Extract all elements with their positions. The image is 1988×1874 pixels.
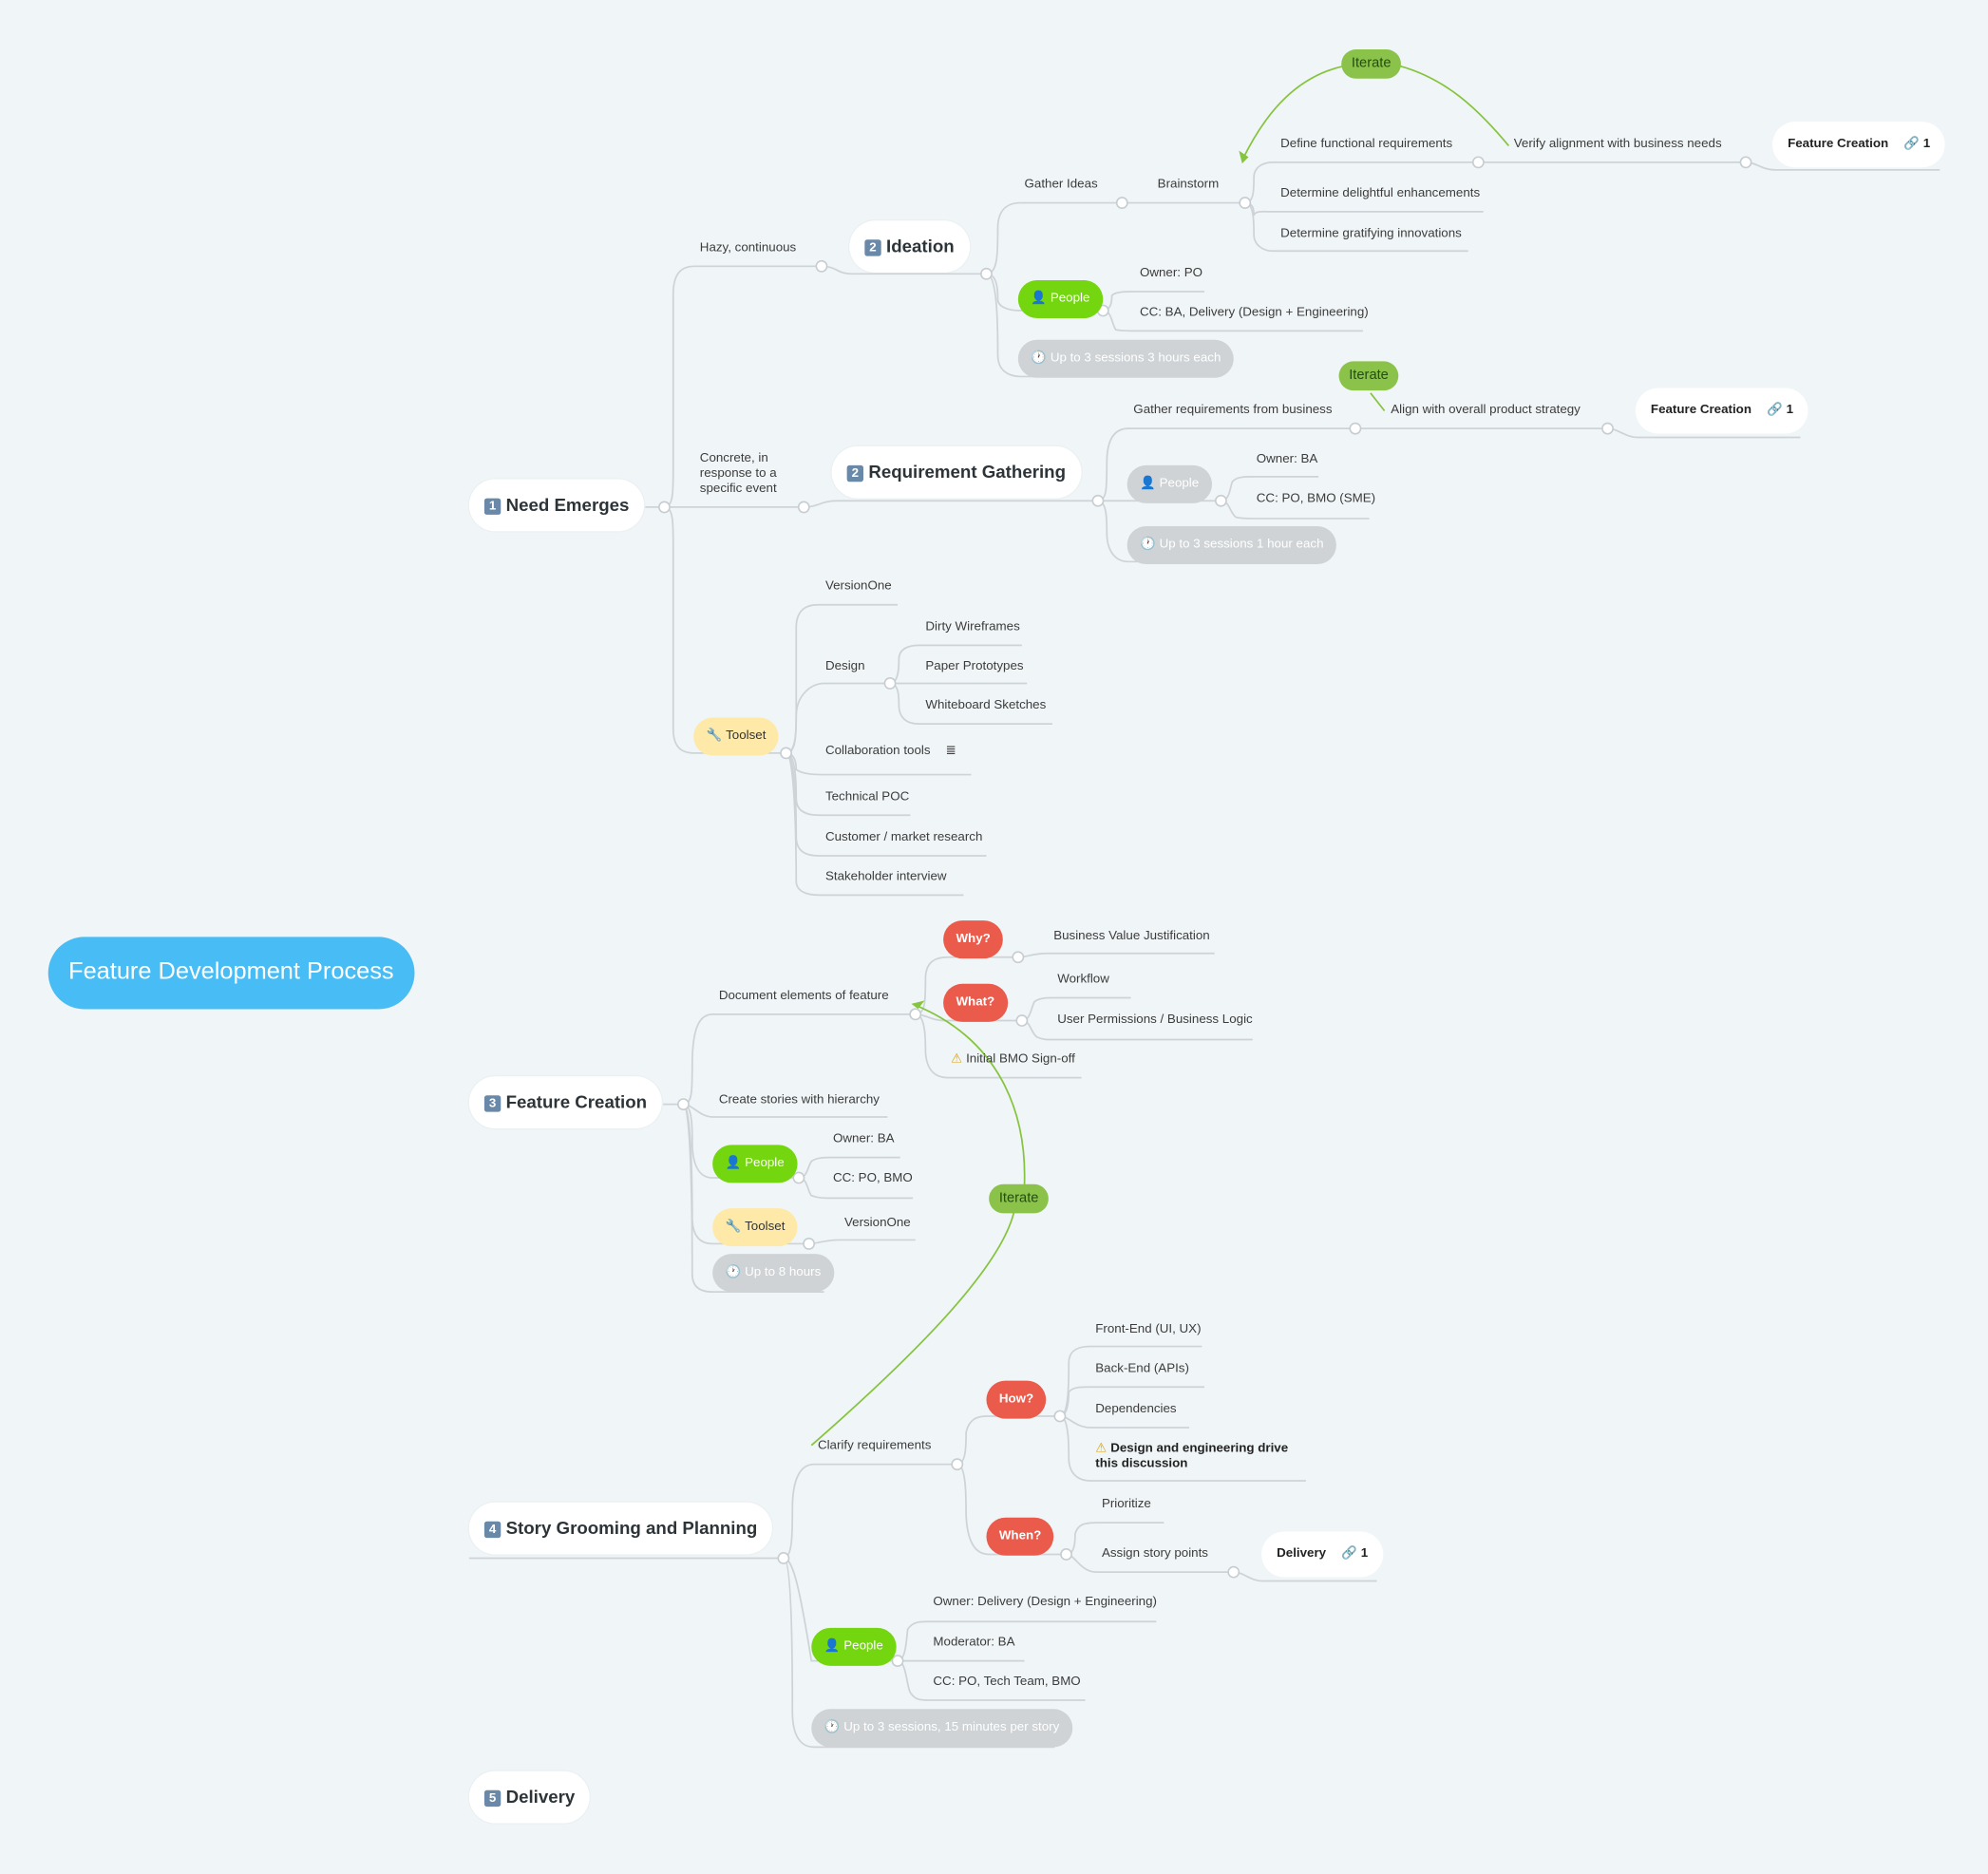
label-versionone-feature[interactable]: VersionOne	[843, 1216, 911, 1230]
label-initial-signoff[interactable]: ⚠Initial BMO Sign-off	[951, 1051, 1075, 1067]
label-owner-delivery[interactable]: Owner: Delivery (Design + Engineering)	[933, 1595, 1157, 1609]
number-badge: 4	[483, 1521, 502, 1539]
people-tag-story[interactable]: 👤People	[811, 1627, 897, 1666]
iterate-tag-requirements[interactable]: Iterate	[1338, 361, 1399, 391]
label-brainstorm[interactable]: Brainstorm	[1157, 177, 1220, 192]
label-whiteboard-sketches[interactable]: Whiteboard Sketches	[925, 698, 1047, 713]
time-tag-feature[interactable]: 🕐Up to 8 hours	[712, 1254, 834, 1293]
number-badge: 2	[864, 239, 881, 256]
clock-icon: 🕐	[725, 1265, 742, 1279]
time-tag-requirements[interactable]: 🕐Up to 3 sessions 1 hour each	[1127, 525, 1336, 564]
label-align-strategy[interactable]: Align with overall product strategy	[1391, 403, 1581, 418]
link-icon: 🔗	[1903, 137, 1920, 151]
label-cc-ba-delivery[interactable]: CC: BA, Delivery (Design + Engineering)	[1139, 305, 1369, 320]
label-collaboration-tools[interactable]: Collaboration tools≣	[824, 744, 956, 759]
label-dependencies[interactable]: Dependencies	[1095, 1402, 1177, 1416]
person-icon: 👤	[725, 1156, 742, 1171]
label-hazy[interactable]: Hazy, continuous	[699, 240, 797, 256]
how-tag[interactable]: How?	[986, 1380, 1047, 1419]
time-tag-ideation[interactable]: 🕐Up to 3 sessions 3 hours each	[1017, 339, 1234, 378]
person-icon: 👤	[1139, 476, 1156, 491]
label-owner-ba[interactable]: Owner: BA	[1256, 452, 1318, 467]
label-create-stories[interactable]: Create stories with hierarchy	[718, 1092, 880, 1107]
label-stakeholder-interview[interactable]: Stakeholder interview	[824, 869, 947, 884]
what-tag[interactable]: What?	[943, 983, 1008, 1022]
link-icon: 🔗	[1341, 1546, 1357, 1562]
label-workflow[interactable]: Workflow	[1057, 972, 1109, 987]
clock-icon: 🕐	[1139, 537, 1156, 552]
number-badge: 1	[483, 498, 502, 515]
number-badge: 2	[846, 464, 863, 483]
warning-icon: ⚠	[1095, 1441, 1108, 1456]
label-gather-requirements[interactable]: Gather requirements from business	[1133, 403, 1333, 418]
people-tag-requirements[interactable]: 👤People	[1127, 464, 1212, 503]
clock-icon: 🕐	[824, 1720, 841, 1735]
wrench-icon: 🔧	[706, 729, 723, 744]
iterate-tag-feature[interactable]: Iterate	[989, 1183, 1050, 1214]
label-front-end[interactable]: Front-End (UI, UX)	[1095, 1322, 1202, 1336]
label-customer-research[interactable]: Customer / market research	[824, 830, 983, 844]
label-cc-po-bmo[interactable]: CC: PO, BMO	[832, 1171, 913, 1186]
label-paper-prototypes[interactable]: Paper Prototypes	[925, 659, 1024, 673]
toolset-tag-need[interactable]: 🔧Toolset	[693, 717, 779, 756]
number-badge: 5	[483, 1789, 502, 1808]
label-moderator-ba[interactable]: Moderator: BA	[933, 1635, 1015, 1650]
label-design[interactable]: Design	[824, 659, 865, 673]
label-clarify-requirements[interactable]: Clarify requirements	[817, 1438, 932, 1453]
label-document-elements[interactable]: Document elements of feature	[718, 989, 889, 1003]
toolset-tag-feature[interactable]: 🔧Toolset	[712, 1208, 798, 1247]
iterate-tag-top[interactable]: Iterate	[1341, 49, 1402, 80]
label-dirty-wireframes[interactable]: Dirty Wireframes	[925, 619, 1020, 634]
link-icon: 🔗	[1767, 403, 1783, 418]
label-business-value[interactable]: Business Value Justification	[1053, 929, 1210, 944]
label-gratifying[interactable]: Determine gratifying innovations	[1280, 226, 1462, 241]
label-prioritize[interactable]: Prioritize	[1101, 1497, 1151, 1512]
label-owner-ba-feature[interactable]: Owner: BA	[832, 1131, 895, 1146]
label-cc-po-bmo-sme[interactable]: CC: PO, BMO (SME)	[1256, 491, 1376, 506]
label-gather-ideas[interactable]: Gather Ideas	[1024, 177, 1098, 192]
label-concrete[interactable]: Concrete, in response to a specific even…	[699, 451, 777, 496]
link-delivery-1[interactable]: Delivery🔗1	[1261, 1531, 1384, 1578]
people-tag-ideation[interactable]: 👤People	[1017, 279, 1103, 319]
label-delightful[interactable]: Determine delightful enhancements	[1280, 186, 1481, 200]
why-tag[interactable]: Why?	[943, 920, 1004, 959]
label-assign-story-points[interactable]: Assign story points	[1101, 1546, 1208, 1562]
notes-icon[interactable]: ≣	[945, 744, 956, 759]
label-user-permissions[interactable]: User Permissions / Business Logic	[1057, 1013, 1253, 1028]
people-tag-feature[interactable]: 👤People	[712, 1145, 798, 1183]
number-badge: 3	[483, 1095, 502, 1112]
clock-icon: 🕐	[1031, 350, 1047, 366]
label-versionone[interactable]: VersionOne	[824, 579, 892, 594]
label-define-functional[interactable]: Define functional requirements	[1280, 137, 1453, 151]
person-icon: 👤	[824, 1638, 841, 1654]
label-cc-po-tech-bmo[interactable]: CC: PO, Tech Team, BMO	[933, 1675, 1081, 1689]
label-technical-poc[interactable]: Technical POC	[824, 789, 910, 804]
label-owner-po[interactable]: Owner: PO	[1139, 266, 1203, 280]
warning-icon: ⚠	[951, 1051, 963, 1067]
person-icon: 👤	[1031, 292, 1047, 306]
root-topic[interactable]: Feature Development Process	[47, 937, 414, 1010]
label-back-end[interactable]: Back-End (APIs)	[1095, 1361, 1189, 1376]
when-tag[interactable]: When?	[986, 1517, 1054, 1556]
link-feature-creation-1[interactable]: Feature Creation🔗1	[1772, 122, 1946, 168]
wrench-icon: 🔧	[725, 1220, 742, 1234]
label-verify-alignment[interactable]: Verify alignment with business needs	[1513, 137, 1722, 151]
time-tag-story[interactable]: 🕐Up to 3 sessions, 15 minutes per story	[811, 1709, 1072, 1748]
label-design-engineering-drive[interactable]: ⚠Design and engineering drive this discu…	[1095, 1441, 1289, 1471]
link-feature-creation-2[interactable]: Feature Creation🔗1	[1635, 388, 1809, 434]
